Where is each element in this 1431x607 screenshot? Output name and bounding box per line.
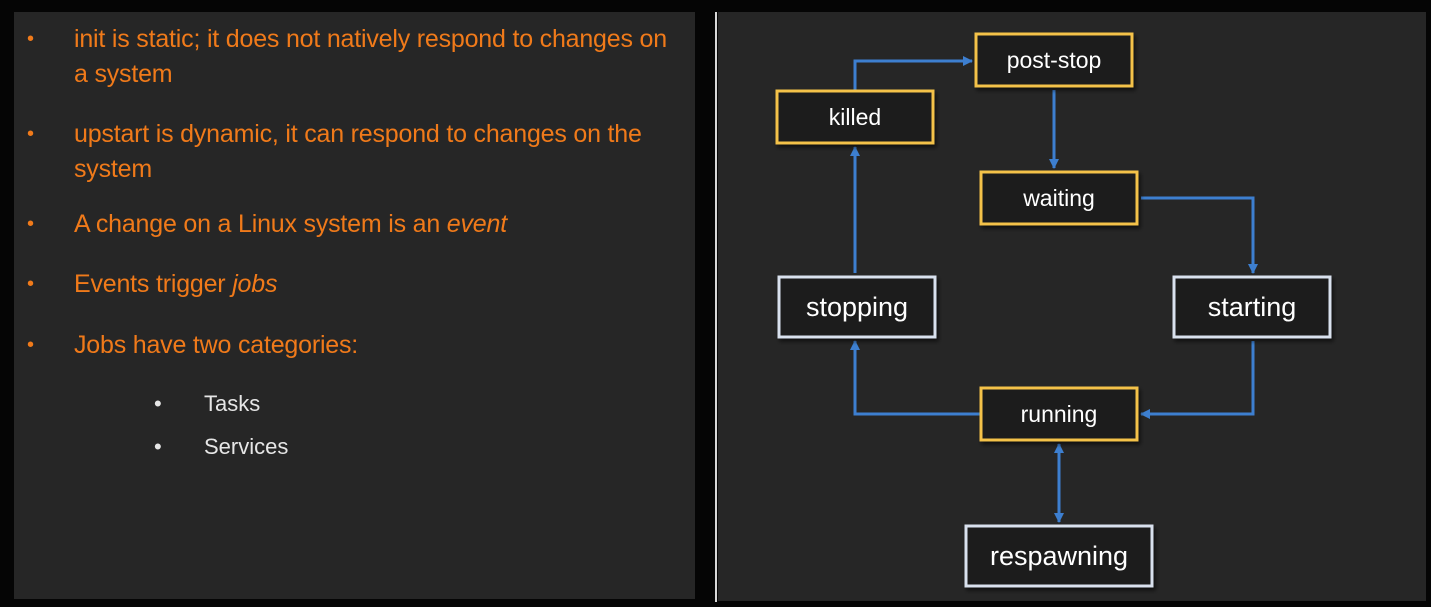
node-respawning: respawning — [964, 524, 1154, 588]
bullet-dot: • — [27, 334, 35, 356]
node-post-stop: post-stop — [974, 32, 1134, 88]
node-box — [964, 524, 1154, 588]
bullet-dot: • — [27, 123, 35, 145]
sub-bullet-text: Services — [204, 434, 289, 459]
node-label: stopping — [806, 292, 908, 322]
edge-running-to-stopping — [850, 340, 981, 416]
edge-starting-to-running — [1140, 341, 1255, 419]
node-killed: killed — [775, 89, 935, 145]
edge-waiting-to-starting — [1141, 196, 1258, 274]
bullet-text: upstart is dynamic, it can respond to ch… — [74, 117, 674, 187]
node-label: starting — [1208, 292, 1297, 322]
sub-bullet-dot: • — [154, 391, 162, 416]
nodes-layer: post-stop killed waiting stopping starting ru… — [775, 32, 1332, 588]
node-starting: starting — [1172, 275, 1332, 339]
node-box — [777, 275, 937, 339]
panel-divider — [715, 12, 717, 602]
node-box — [979, 386, 1139, 442]
node-box — [775, 89, 935, 145]
bullet-text-part: A change on a Linux system is an — [74, 210, 447, 238]
sub-bullet-text: Tasks — [204, 391, 261, 416]
sub-bullet-dot: • — [154, 434, 162, 459]
bullet-emphasis: jobs — [232, 270, 278, 298]
bullet-text-part: Events trigger — [74, 270, 233, 298]
node-label: respawning — [990, 541, 1128, 571]
text-panel: • init is static; it does not natively re… — [14, 12, 695, 599]
node-label: running — [1021, 401, 1098, 427]
node-label: post-stop — [1007, 47, 1102, 73]
bullet-text-part: upstart is dynamic, it can respond to ch… — [74, 120, 642, 183]
bullet-emphasis: event — [446, 210, 507, 238]
node-box — [979, 170, 1139, 226]
node-box — [1172, 275, 1332, 339]
bullet-text: init is static; it does not natively res… — [74, 22, 674, 92]
edge-killed-to-post-stop — [853, 56, 973, 91]
bullet-dot: • — [27, 213, 35, 235]
bullet-text: Events trigger jobs — [74, 267, 674, 302]
bullet-text-part: init is static; it does not natively res… — [74, 25, 667, 88]
node-label: killed — [829, 104, 881, 130]
edges-layer — [850, 56, 1258, 523]
node-stopping: stopping — [777, 275, 937, 339]
lifecycle-diagram: post-stop killed waiting stopping starting ru… — [775, 32, 1332, 588]
bullet-dot: • — [27, 28, 35, 50]
diagram-panel: post-stop killed waiting stopping starting ru… — [718, 12, 1426, 601]
node-running: running — [979, 386, 1139, 442]
bullet-dot: • — [27, 273, 35, 295]
bullet-text: Jobs have two categories: — [74, 328, 674, 363]
bullet-text: A change on a Linux system is an event — [74, 207, 674, 242]
bullet-text-part: Jobs have two categories: — [74, 331, 359, 359]
node-waiting: waiting — [979, 170, 1139, 226]
node-box — [974, 32, 1134, 88]
node-label: waiting — [1022, 185, 1095, 211]
